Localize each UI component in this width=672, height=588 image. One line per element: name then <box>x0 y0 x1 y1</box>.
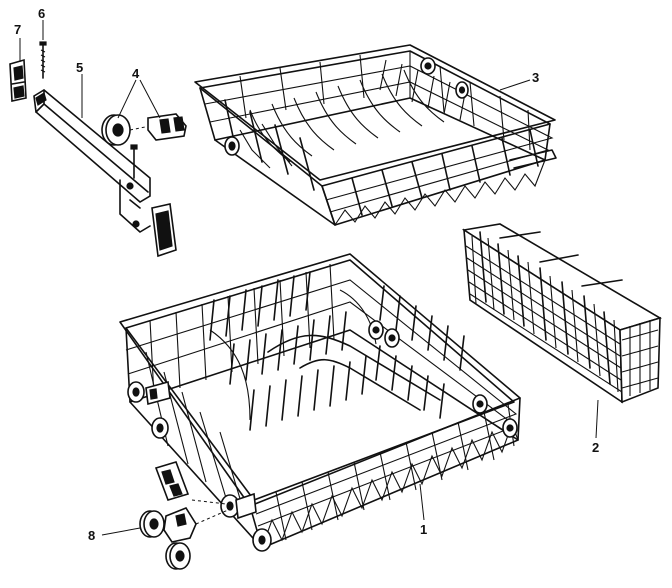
callout-1: 1 <box>420 522 427 537</box>
silverware-basket-part-2 <box>461 223 662 404</box>
roller-assembly-part-4 <box>101 113 187 179</box>
upper-rack-part-3 <box>194 44 557 226</box>
callout-4: 4 <box>132 66 140 81</box>
callout-6: 6 <box>38 6 45 21</box>
callout-3: 3 <box>532 70 539 85</box>
wheel-assembly-part-8 <box>139 461 229 570</box>
lower-rack-part-1 <box>119 253 521 552</box>
screw-part-6 <box>39 41 47 79</box>
end-cap-part-7 <box>9 58 27 102</box>
callout-8: 8 <box>88 528 95 543</box>
callout-7: 7 <box>14 22 21 37</box>
leader-lines <box>19 20 599 536</box>
callout-5: 5 <box>76 60 83 75</box>
rack-slide-part-5 <box>33 89 177 258</box>
callout-2: 2 <box>592 440 599 455</box>
